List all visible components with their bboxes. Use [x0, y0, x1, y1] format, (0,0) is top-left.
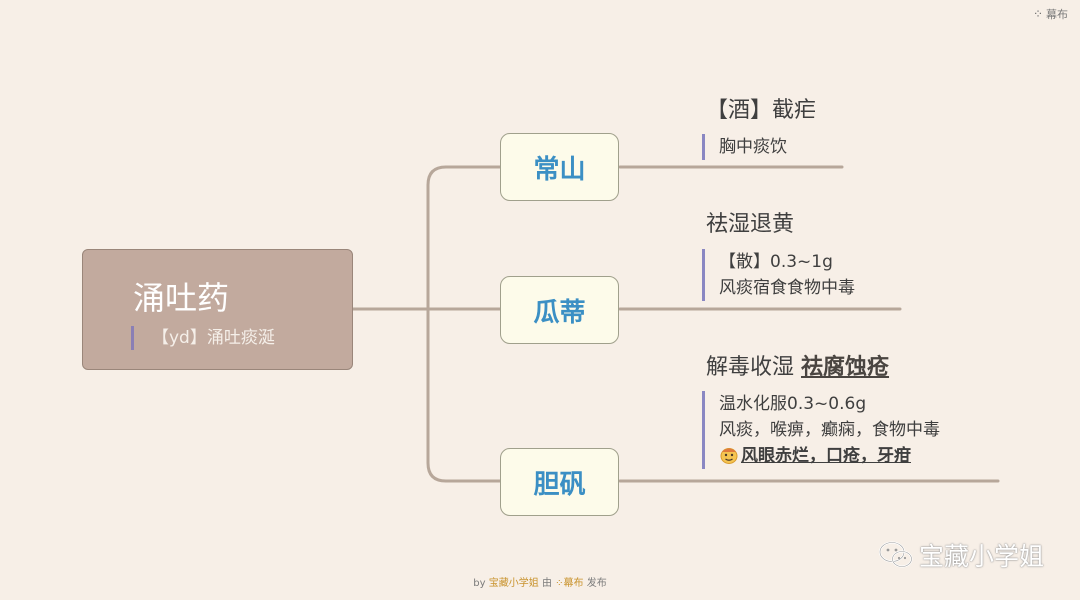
- mubu-logo-icon: ⁘: [1032, 7, 1043, 21]
- footer-author[interactable]: 宝藏小学姐: [488, 578, 539, 589]
- wechat-icon: [878, 541, 913, 568]
- connector-trunk: [426, 165, 448, 483]
- root-node[interactable]: 涌吐药 【yd】涌吐痰涎: [82, 249, 353, 370]
- footer-platform[interactable]: 幕布: [563, 578, 584, 589]
- note-line: 胸中痰饮: [719, 137, 787, 157]
- root-note: 【yd】涌吐痰涎: [131, 326, 275, 350]
- note-line: 风痰宿食食物中毒: [719, 278, 855, 298]
- mubu-logo-icon: ⁘: [555, 578, 564, 589]
- node-guadi[interactable]: 瓜蒂: [500, 276, 619, 344]
- note-danfan: 温水化服0.3~0.6g 风痰，喉痹，癫痫，食物中毒 风眼赤烂，口疮，牙疳: [702, 391, 940, 469]
- leaf-title-guadi[interactable]: 祛湿退黄: [706, 212, 795, 237]
- leaf-title-emphasis: 祛腐蚀疮: [801, 355, 890, 380]
- note-emphasis-text: 风眼赤烂，口疮，牙疳: [741, 446, 911, 466]
- footer-credit: by 宝藏小学姐 由 ⁘幕布 发布: [0, 574, 1080, 589]
- brand-label: 幕布: [1046, 8, 1068, 21]
- note-line-emphasis: 风眼赤烂，口疮，牙疳: [719, 443, 940, 469]
- node-changshan[interactable]: 常山: [500, 133, 619, 201]
- note-line: 风痰，喉痹，癫痫，食物中毒: [719, 420, 940, 440]
- emoji-face-icon: [720, 448, 738, 464]
- footer-mid: 由: [541, 578, 552, 589]
- watermark-text: 宝藏小学姐: [918, 542, 1044, 571]
- leaf-title-changshan[interactable]: 【酒】截疟: [706, 98, 817, 123]
- leaf-title-danfan[interactable]: 解毒收湿 祛腐蚀疮: [706, 349, 889, 381]
- footer-by: by: [473, 578, 486, 589]
- wechat-watermark: 宝藏小学姐: [878, 537, 1044, 573]
- leaf-title-plain: 解毒收湿: [706, 355, 795, 380]
- note-guadi: 【散】0.3~1g 风痰宿食食物中毒: [702, 249, 855, 301]
- note-line: 【散】0.3~1g: [719, 252, 833, 272]
- footer-publish: 发布: [586, 578, 607, 589]
- note-changshan: 胸中痰饮: [702, 134, 787, 160]
- node-danfan[interactable]: 胆矾: [500, 448, 619, 516]
- root-title: 涌吐药: [133, 279, 230, 317]
- brand-logo-top[interactable]: ⁘ 幕布: [1033, 6, 1068, 22]
- note-line: 温水化服0.3~0.6g: [719, 394, 867, 414]
